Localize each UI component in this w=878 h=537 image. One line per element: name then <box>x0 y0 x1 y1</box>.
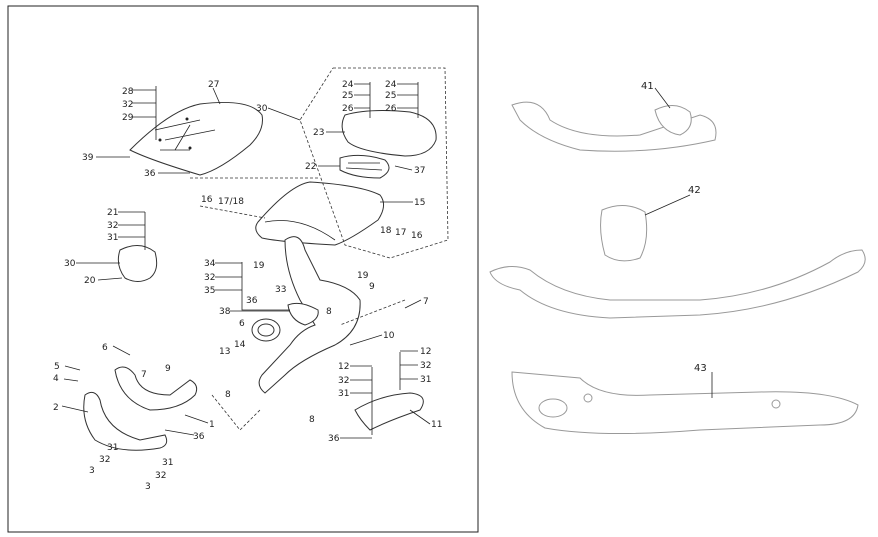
callout: 32 <box>420 361 431 371</box>
mid-pipe <box>251 236 361 394</box>
callout: 15 <box>414 198 425 208</box>
callout: 24 <box>385 80 397 90</box>
assembly-dashed-lines <box>190 177 406 431</box>
callout: 32 <box>122 100 133 110</box>
accessory-43-image <box>511 371 859 435</box>
callout: 6 <box>102 343 108 353</box>
heat-shield-small <box>117 245 158 282</box>
accessory-labels: 41 42 43 <box>641 81 707 374</box>
callout: 26 <box>385 104 397 114</box>
callout: 20 <box>84 276 96 286</box>
callout: 36 <box>193 432 205 442</box>
callout: 24 <box>342 80 354 90</box>
callout: 31 <box>338 389 349 399</box>
callout: 31 <box>420 375 431 385</box>
header-pipes <box>83 366 198 451</box>
callout: 5 <box>54 362 60 372</box>
accessory-41-image <box>511 87 717 152</box>
callout: 25 <box>385 91 396 101</box>
callout: 25 <box>342 91 353 101</box>
callout-labels: 28 32 29 27 30 39 36 24 25 26 24 25 26 2… <box>53 80 442 492</box>
main-diagram-frame <box>7 5 479 533</box>
callout: 33 <box>275 285 286 295</box>
callout: 13 <box>219 347 230 357</box>
callout: 30 <box>256 104 268 114</box>
callout: 18 <box>380 226 392 236</box>
callout: 19 <box>357 271 369 281</box>
callout: 34 <box>204 259 216 269</box>
callout: 32 <box>99 455 110 465</box>
accessory-label-42: 42 <box>688 185 701 196</box>
callout: 12 <box>338 362 349 372</box>
callout: 9 <box>165 364 171 374</box>
callout: 7 <box>141 370 147 380</box>
fastener-stack-lines <box>144 82 419 435</box>
accessory-42-image <box>489 194 866 319</box>
callout: 30 <box>64 259 76 269</box>
callout: 38 <box>219 307 231 317</box>
callout: 11 <box>431 420 442 430</box>
callout: 7 <box>423 297 429 307</box>
accessory-label-43: 43 <box>694 363 707 374</box>
callout: 10 <box>383 331 395 341</box>
callout: 28 <box>122 87 134 97</box>
callout: 36 <box>144 169 156 179</box>
callout: 32 <box>107 221 118 231</box>
callout: 19 <box>253 261 265 271</box>
callout: 8 <box>309 415 315 425</box>
callout: 16 <box>411 231 423 241</box>
callout: 8 <box>326 307 332 317</box>
callout: 17 <box>395 228 406 238</box>
callout: 27 <box>208 80 219 90</box>
callout: 4 <box>53 374 59 384</box>
callout: 14 <box>234 340 246 350</box>
callout: 8 <box>225 390 231 400</box>
callout: 37 <box>414 166 425 176</box>
callout: 22 <box>305 162 316 172</box>
callout: 3 <box>145 482 151 492</box>
callout: 31 <box>162 458 173 468</box>
accessory-label-41: 41 <box>641 81 654 92</box>
callout: 35 <box>204 286 215 296</box>
callout: 32 <box>155 471 166 481</box>
callout: 36 <box>328 434 340 444</box>
callout: 31 <box>107 233 118 243</box>
callout: 6 <box>239 319 245 329</box>
heat-shield-lower <box>354 392 424 431</box>
callout: 17/18 <box>218 197 244 207</box>
callout: 39 <box>82 153 94 163</box>
callout: 2 <box>53 403 59 413</box>
callout: 12 <box>420 347 431 357</box>
callout: 29 <box>122 113 134 123</box>
leader-lines <box>61 83 431 439</box>
muffler-end-cap <box>341 110 437 157</box>
callout: 23 <box>313 128 324 138</box>
muffler <box>255 181 384 246</box>
callout: 21 <box>107 208 118 218</box>
callout: 32 <box>204 273 215 283</box>
callout: 32 <box>338 376 349 386</box>
heat-shield-top <box>129 101 263 176</box>
callout: 16 <box>201 195 213 205</box>
callout: 36 <box>246 296 258 306</box>
end-cap-grill <box>339 154 390 179</box>
callout: 26 <box>342 104 354 114</box>
callout: 1 <box>209 420 215 430</box>
callout: 9 <box>369 282 375 292</box>
callout: 31 <box>107 443 118 453</box>
muffler-group-boundary <box>299 67 449 259</box>
callout: 3 <box>89 466 95 476</box>
